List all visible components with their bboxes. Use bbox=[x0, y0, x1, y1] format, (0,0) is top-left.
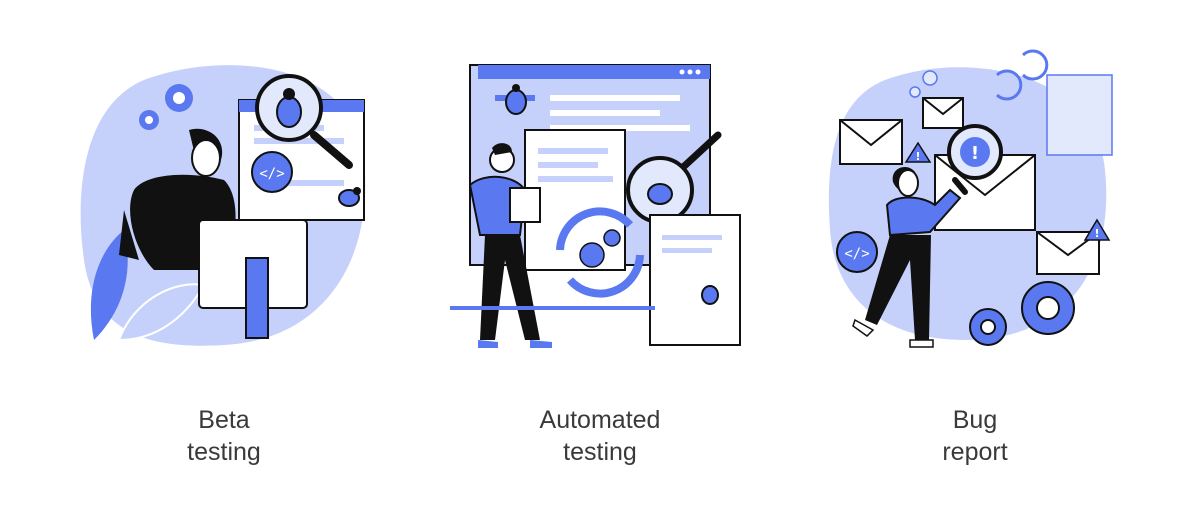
envelope-icon bbox=[1036, 231, 1100, 275]
warning-icon: ! bbox=[904, 141, 932, 163]
caption-line-2: report bbox=[942, 438, 1008, 466]
panel-caption: Beta testing bbox=[24, 404, 424, 468]
svg-text:!: ! bbox=[971, 143, 979, 164]
gear-icon bbox=[165, 84, 193, 112]
monitor-icon bbox=[198, 219, 308, 339]
panel-caption: Automated testing bbox=[400, 404, 800, 468]
bug-icon bbox=[505, 84, 527, 115]
envelope-icon bbox=[839, 119, 903, 165]
person-with-tablet-icon bbox=[468, 143, 552, 348]
close-icon bbox=[922, 70, 938, 86]
mobile-device-icon bbox=[649, 214, 741, 346]
magnifier-bug-icon bbox=[255, 74, 353, 169]
gear-icon bbox=[1021, 281, 1075, 335]
caption-line-2: testing bbox=[563, 438, 637, 466]
person-walking-icon bbox=[852, 167, 962, 348]
beta-testing-panel: </> Beta testing bbox=[24, 0, 424, 515]
bug-icon bbox=[338, 187, 361, 207]
automated-testing-panel: Automated testing bbox=[400, 0, 800, 515]
caption-line-2: testing bbox=[187, 438, 261, 466]
refresh-gears-icon bbox=[556, 207, 644, 298]
bug-report-illustration: ! ! ! </> bbox=[828, 49, 1113, 348]
leaf-icon bbox=[90, 230, 128, 340]
close-icon bbox=[909, 86, 921, 98]
caption-line-1: Automated bbox=[539, 406, 661, 434]
bug-report-panel: ! ! ! </> bbox=[775, 0, 1175, 515]
warning-icon: ! bbox=[1083, 218, 1111, 241]
svg-text:</>: </> bbox=[259, 166, 284, 182]
magnifier-alert-icon: ! bbox=[947, 124, 1003, 195]
svg-text:!: ! bbox=[1094, 227, 1099, 240]
document-icon bbox=[524, 129, 626, 271]
code-badge-icon: </> bbox=[251, 151, 293, 193]
envelope-icon bbox=[922, 97, 964, 129]
refresh-icon bbox=[995, 49, 1049, 101]
code-badge-icon: </> bbox=[836, 231, 878, 273]
caption-line-1: Bug bbox=[952, 406, 998, 434]
document-icon bbox=[1046, 74, 1113, 156]
svg-text:!: ! bbox=[915, 150, 920, 163]
gear-icon bbox=[139, 110, 159, 130]
gear-icon bbox=[969, 308, 1007, 346]
panel-caption: Bug report bbox=[775, 404, 1175, 468]
beta-testing-illustration: </> bbox=[80, 65, 366, 346]
svg-text:</>: </> bbox=[844, 246, 869, 262]
caption-line-1: Beta bbox=[198, 406, 250, 434]
automated-testing-illustration bbox=[450, 64, 741, 348]
